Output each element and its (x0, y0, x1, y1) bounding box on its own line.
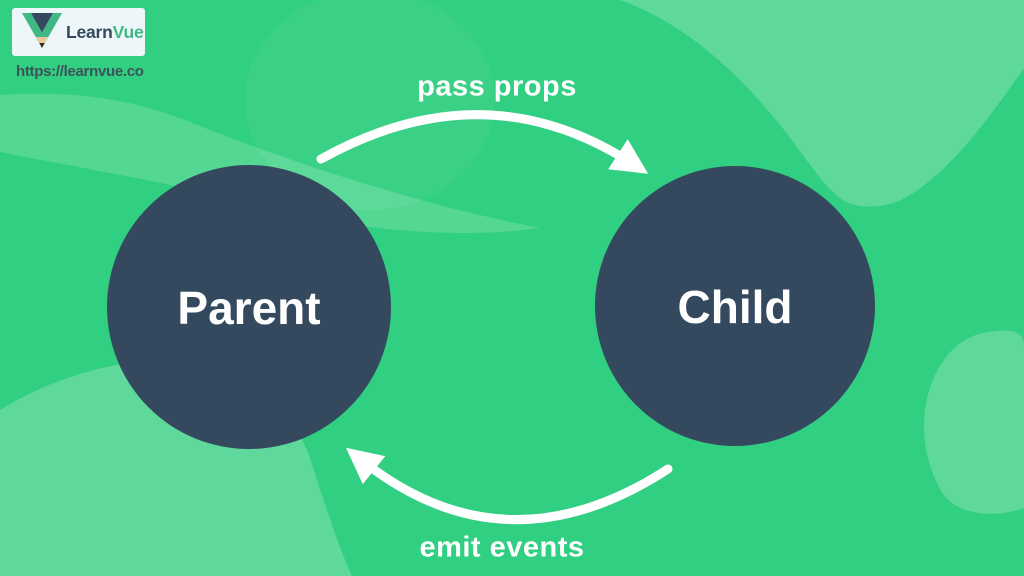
blob-soft-tint (245, 0, 495, 210)
pass-props-arrow (316, 110, 649, 174)
child-node-label: Child (677, 281, 793, 333)
blob-top-right (620, 0, 1024, 207)
logo-text-vue: Vue (112, 21, 144, 42)
blob-top-left-wave (0, 93, 540, 233)
emit-events-label: emit events (419, 531, 585, 564)
child-circle (595, 166, 875, 446)
vue-pencil-logo-icon (22, 13, 62, 48)
parent-node-label: Parent (177, 282, 321, 334)
site-url: https://learnvue.co (16, 63, 144, 80)
pass-props-label: pass props (417, 70, 577, 103)
emit-events-arrow (345, 447, 673, 525)
blob-bottom-right (923, 330, 1024, 514)
logo-text-learn: Learn (66, 21, 113, 42)
parent-circle (107, 165, 391, 449)
